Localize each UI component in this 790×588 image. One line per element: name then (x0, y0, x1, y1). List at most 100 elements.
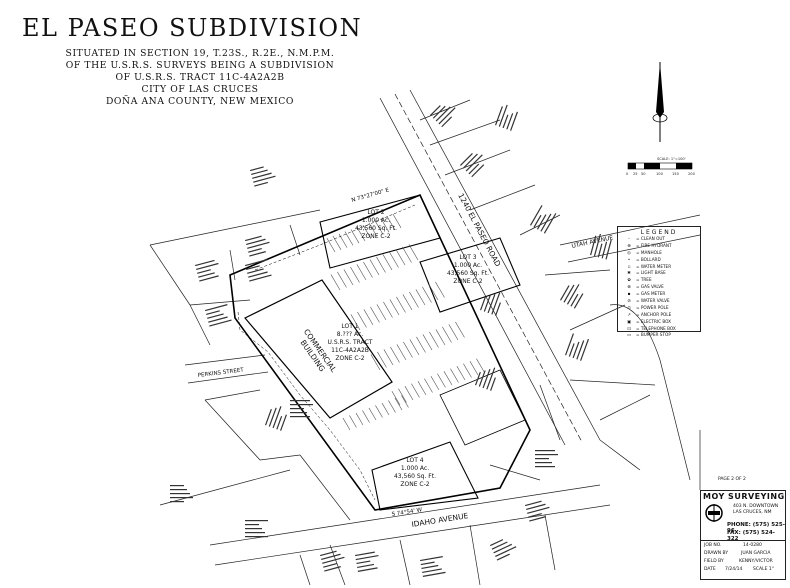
parking-stripe (356, 227, 366, 242)
legend-item: ↗ = ANCHOR POLE (618, 312, 700, 319)
parking-stripe (386, 216, 396, 231)
job-number: 14-0280 (743, 543, 762, 548)
parking-stripe (435, 329, 446, 346)
legend-label: = WATER METER (636, 263, 672, 269)
parcel-note-block (420, 556, 446, 577)
svg-text:ZONE C-2: ZONE C-2 (400, 481, 429, 488)
parking-stripe (356, 264, 367, 281)
legend-label: = FIRE HYDRANT (636, 242, 672, 248)
svg-text:LOT 3: LOT 3 (459, 254, 476, 261)
address-line-1: 403 N. DOWNTOWN (733, 504, 779, 509)
north-line-bearing: N 73°27'00" E (351, 187, 391, 204)
subtitle-line-4: CITY OF LAS CRUCES (141, 84, 259, 95)
parcel-note-block (475, 367, 496, 391)
legend-item: ⊗= GAS VALVE (618, 284, 700, 291)
parking-stripe (429, 331, 439, 348)
parking-stripe (326, 238, 336, 253)
parcel-note-block (480, 292, 501, 316)
legend-symbol-icon: ▫ (627, 263, 631, 269)
subtitle-line-5: DOÑA ANA COUNTY, NEW MEXICO (105, 96, 295, 107)
parcel-note-block (355, 551, 379, 572)
legend-item: ⊘ = WATER VALVE (618, 298, 700, 305)
parking-stripe (404, 386, 414, 401)
parking-stripe (398, 388, 407, 403)
legend-label: = ELECTRIC BOX (636, 318, 672, 324)
building-annex (439, 369, 526, 446)
svg-text:1.000 Ac.: 1.000 Ac. (454, 262, 482, 269)
svg-text:1.000 Ac.: 1.000 Ac. (362, 217, 390, 224)
parcel-note-block (530, 205, 557, 234)
parking-stripe (357, 311, 367, 328)
legend-label: = POWER POLE (636, 304, 669, 310)
legend-label: = CLEAN OUT (636, 236, 665, 241)
page-title: EL PASEO SUBDIVISION (22, 14, 363, 42)
parking-stripe (350, 229, 360, 244)
legend-label: = BOLLARD (636, 256, 661, 262)
parking-stripe (389, 251, 399, 268)
parking-stripe (455, 321, 465, 338)
parcel-note-block (560, 284, 584, 309)
svg-text:ZONE C-2: ZONE C-2 (361, 233, 390, 240)
parking-stripe (370, 306, 380, 323)
field-by: KENNY/VICTOR (739, 559, 773, 564)
legend-label: = ANCHOR POLE (636, 311, 672, 317)
south-line-bearing: S 74°54' W (391, 507, 423, 518)
parking-stripe (415, 289, 426, 306)
scale-note: SCALE 1" (753, 567, 774, 572)
legend-symbol-icon: ↗ (627, 311, 631, 317)
lot-2-label: LOT 2 1.000 Ac. 43,560 Sq. Ft. ZONE C-2 (355, 209, 397, 240)
parking-stripe (402, 294, 413, 311)
parking-stripe (381, 402, 390, 416)
parking-stripe (382, 254, 393, 271)
scale-bar: SCALE: 1"=100' 0 25 50 100 150 200 (626, 157, 696, 176)
date-label: DATE (704, 567, 716, 572)
parking-stripe (435, 281, 445, 298)
parking-stripe (463, 363, 472, 378)
parking-stripe (362, 410, 370, 423)
fax: FAX: (575) 524-322 (727, 530, 775, 542)
parcel-note-block (565, 333, 590, 361)
scale-tick-4: 150 (672, 172, 680, 176)
parking-stripe (456, 366, 466, 381)
parking-stripe (450, 368, 459, 383)
parcel-note-block (320, 550, 345, 572)
parcel-note-block (245, 235, 270, 257)
legend-symbol-icon: • (627, 256, 631, 262)
subtitle-line-3: OF U.S.R.S. TRACT 11C-4A2A2B (115, 72, 285, 83)
parking-stripe (394, 397, 403, 411)
parking-stripe (437, 373, 446, 388)
page-number: PAGE 2 OF 2 (718, 477, 746, 482)
parking-stripe (363, 309, 374, 326)
legend-symbol-icon: ⊡ (627, 325, 631, 331)
boundary-dashes (237, 204, 416, 501)
parcel-note-block (265, 406, 287, 431)
parking-stripe (368, 222, 378, 237)
parking-stripe (409, 339, 420, 356)
parking-stripe (375, 405, 383, 418)
parcel-note-block (170, 485, 193, 503)
drawn-label: DRAWN BY (704, 551, 729, 556)
address-line-2: LAS CRUCES, NM (733, 510, 772, 515)
legend: LEGEND ◦= CLEAN OUT⊕= FIRE HYDRANT◎= MAN… (617, 226, 701, 337)
parking-stripe (343, 269, 354, 286)
lot-4-label: LOT 4 1.000 Ac. 43,560 Sq. Ft. ZONE C-2 (394, 457, 436, 488)
parking-stripe (408, 244, 419, 261)
svg-text:43,560 Sq. Ft.: 43,560 Sq. Ft. (447, 270, 489, 277)
idaho-avenue-label: IDAHO AVENUE (411, 511, 469, 529)
svg-text:U.S.R.S. TRACT: U.S.R.S. TRACT (328, 339, 373, 346)
legend-symbol-icon: ⊘ (627, 298, 631, 304)
parking-stripe (376, 304, 387, 321)
parking-stripe (344, 231, 354, 246)
legend-label: = WATER VALVE (636, 298, 670, 304)
parking-stripe (363, 261, 373, 278)
parking-stripe (416, 336, 426, 353)
parking-stripe (376, 256, 386, 273)
parcel-note-block (244, 259, 272, 282)
legend-symbol-icon: ⊗ (627, 284, 631, 290)
legend-label: = MANHOLE (636, 249, 662, 255)
legend-item: ▭= BUMPER STOP (618, 332, 700, 339)
parking-stripe (369, 259, 380, 276)
parking-stripe (362, 224, 372, 239)
parking-stripe (350, 266, 360, 283)
lot-lines (319, 194, 521, 511)
